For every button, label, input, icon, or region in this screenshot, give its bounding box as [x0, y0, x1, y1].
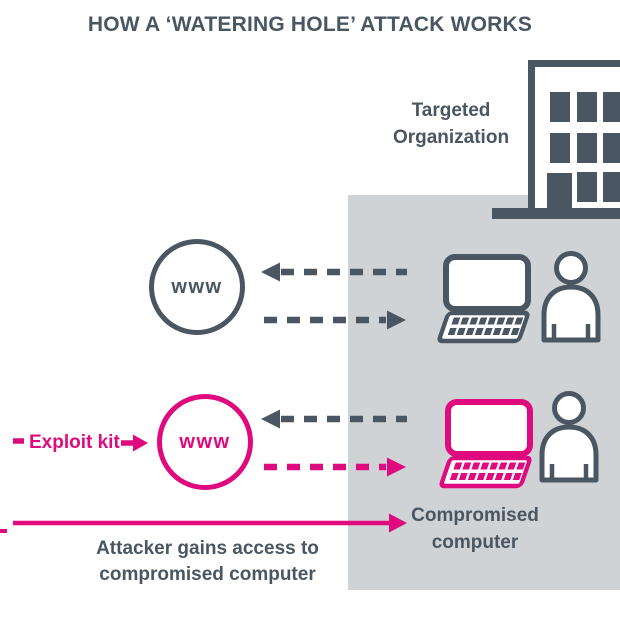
person-icon — [541, 251, 601, 343]
diagram-title: HOW A ‘WATERING HOLE’ ATTACK WORKS — [87, 13, 533, 36]
keyboard-keys — [447, 317, 524, 335]
person-icon — [539, 391, 599, 483]
keyboard-keys — [449, 462, 526, 480]
attacker-caption: Attacker gains access to compromised com… — [96, 538, 319, 585]
building-icon — [492, 60, 620, 219]
targeted-organization-label: Targeted Organization — [392, 100, 510, 148]
compromised-computer-label: Compromised computer — [411, 505, 539, 553]
compromised-laptop-icon — [439, 399, 533, 489]
exploit-kit-label: Exploit kit — [29, 432, 120, 453]
www-compromised-site-label: www — [179, 430, 231, 453]
www-site-circle: www — [149, 239, 245, 335]
www-compromised-site-circle: www — [157, 394, 253, 490]
laptop-icon — [437, 254, 531, 344]
attacker-access-arrow — [0, 513, 407, 533]
www-site-label: www — [171, 275, 223, 298]
